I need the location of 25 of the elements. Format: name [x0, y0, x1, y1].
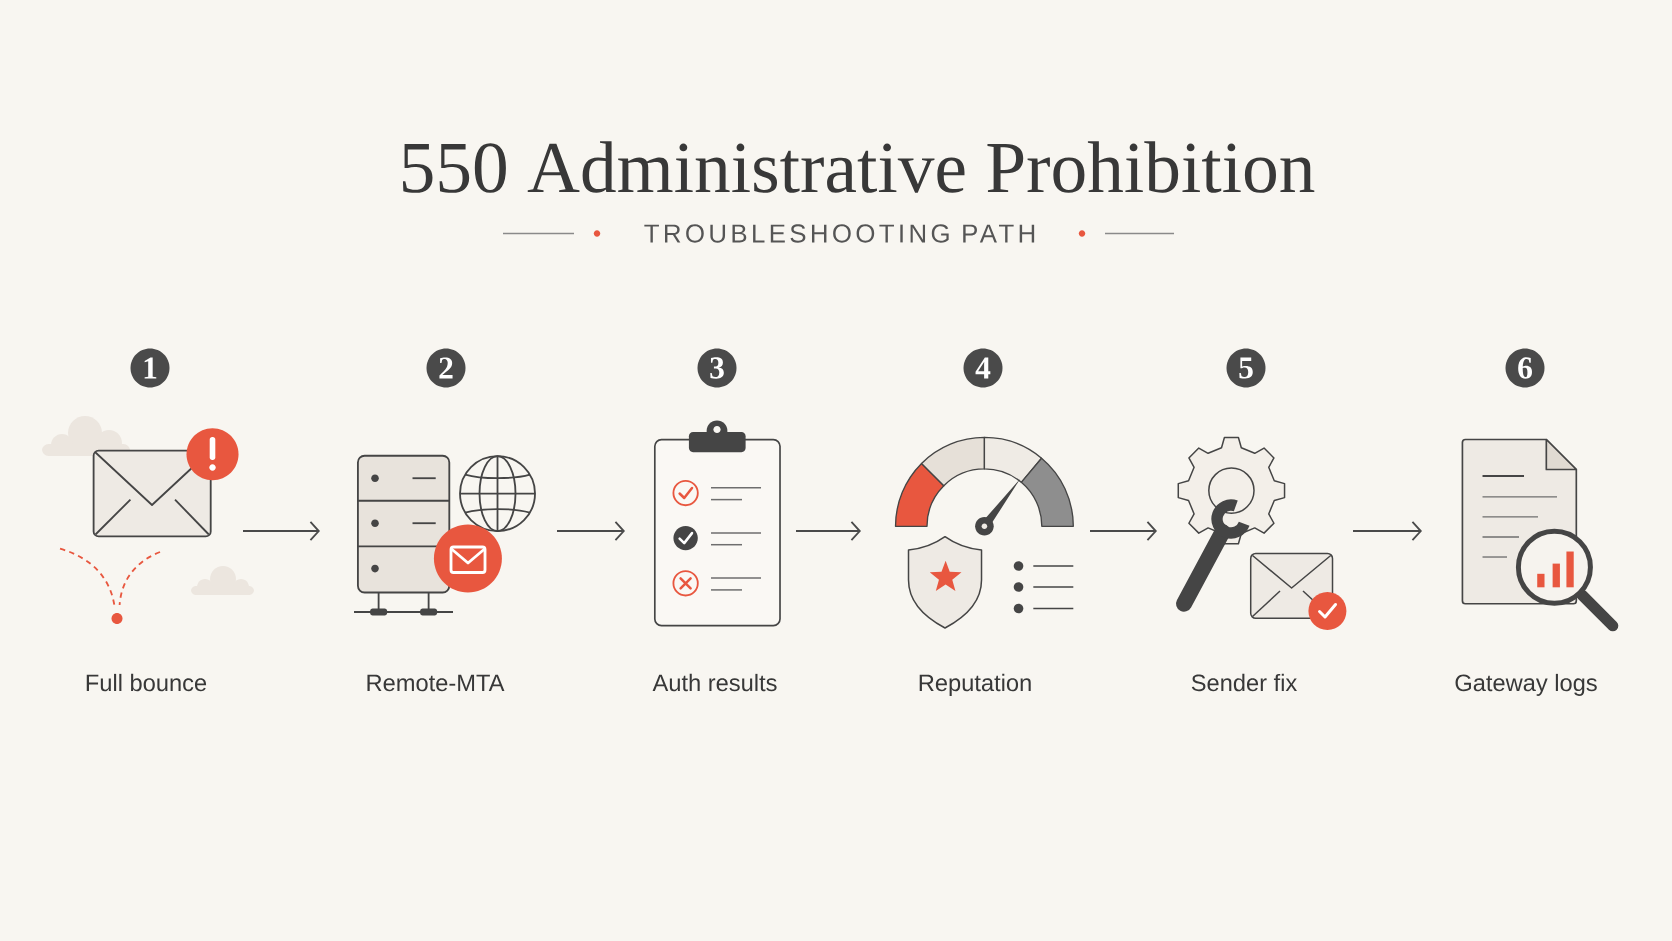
arrow — [1352, 520, 1422, 542]
arrow — [242, 520, 320, 542]
reputation-gauge-illustration — [894, 436, 1075, 629]
title: 550 Administrative Prohibition — [402, 141, 1315, 193]
mail-server-illustration — [353, 454, 536, 616]
step-label: Gateway logs — [1455, 673, 1597, 696]
log-document-illustration — [1461, 438, 1619, 632]
step-number-badge: 4 — [963, 348, 1003, 388]
step-label: Reputation — [919, 673, 1031, 696]
step-number-badge: 2 — [426, 348, 466, 388]
arrow — [795, 520, 861, 542]
wrench-gear-illustration — [1176, 436, 1347, 630]
checklist-clipboard-illustration — [653, 420, 781, 627]
arrow — [556, 520, 625, 542]
step-number-badge: 6 — [1505, 348, 1545, 388]
step-label: Remote-MTA — [367, 674, 505, 692]
subtitle: TROUBLESHOOTING PATH — [644, 224, 1035, 243]
step-number-badge: 3 — [697, 348, 737, 388]
bounced-envelope-illustration — [42, 416, 254, 625]
arrow — [1089, 520, 1157, 542]
step-label: Auth results — [652, 673, 777, 692]
step-number-badge: 5 — [1226, 348, 1266, 388]
step-number-badge: 1 — [130, 348, 170, 388]
step-label: Sender fix — [1191, 673, 1297, 692]
step-label: Full bounce — [86, 673, 207, 692]
